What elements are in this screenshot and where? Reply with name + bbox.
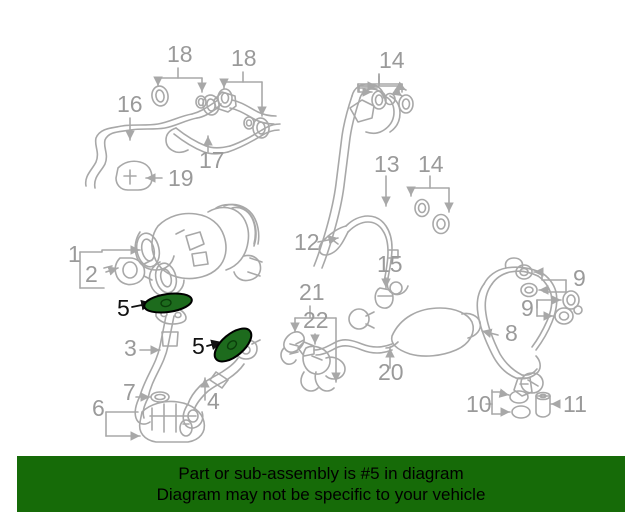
callout-label-14-upper: 14 (379, 47, 405, 73)
callout-label-11: 11 (563, 391, 587, 417)
callout-label-13: 13 (374, 151, 400, 177)
callout-label-7: 7 (123, 379, 136, 405)
parts-diagram-canvas: 1 2 3 4 5 5 6 7 8 9 9 10 11 12 13 14 14 … (68, 41, 587, 443)
callout-label-9-lower: 9 (521, 295, 534, 321)
callout-label-1: 1 (68, 241, 81, 267)
callout-label-2: 2 (85, 261, 98, 287)
part-group-oil-lines (134, 306, 261, 443)
gasket-upper (143, 292, 193, 314)
part-group-turbocharger (103, 203, 263, 298)
callout-label-9-upper: 9 (573, 265, 586, 291)
callout-label-20: 20 (378, 359, 404, 385)
callout-label-8: 8 (505, 320, 518, 346)
part-notice-banner: Part or sub-assembly is #5 in diagram Di… (17, 456, 625, 512)
callout-label-3: 3 (124, 335, 137, 361)
callout-label-5-upper: 5 (117, 295, 130, 321)
gasket-lower (213, 327, 253, 363)
callout-label-21: 21 (299, 279, 325, 305)
notice-line-part-number: Part or sub-assembly is #5 in diagram (178, 464, 464, 483)
callout-label-12: 12 (294, 229, 320, 255)
callout-label-18-left: 18 (167, 41, 193, 67)
callout-label-4: 4 (207, 388, 220, 414)
callout-label-10: 10 (466, 391, 492, 417)
parts-diagram-illustration: 1 2 3 4 5 5 6 7 8 9 9 10 11 12 13 14 14 … (68, 41, 587, 443)
callout-leader-lines (79, 67, 567, 441)
callout-label-16: 16 (117, 91, 143, 117)
callout-label-17: 17 (199, 147, 225, 173)
callout-label-18-right: 18 (231, 45, 257, 71)
callout-label-5-lower: 5 (192, 333, 205, 359)
callout-label-14-lower: 14 (418, 151, 444, 177)
callout-label-19: 19 (168, 165, 194, 191)
notice-line-disclaimer: Diagram may not be specific to your vehi… (156, 485, 486, 504)
highlighted-part-5-shapes (143, 292, 253, 363)
callout-label-22: 22 (303, 307, 329, 333)
callout-label-15: 15 (377, 251, 403, 277)
callout-label-6: 6 (92, 395, 105, 421)
part-group-vacuum-and-resonator (280, 287, 482, 392)
